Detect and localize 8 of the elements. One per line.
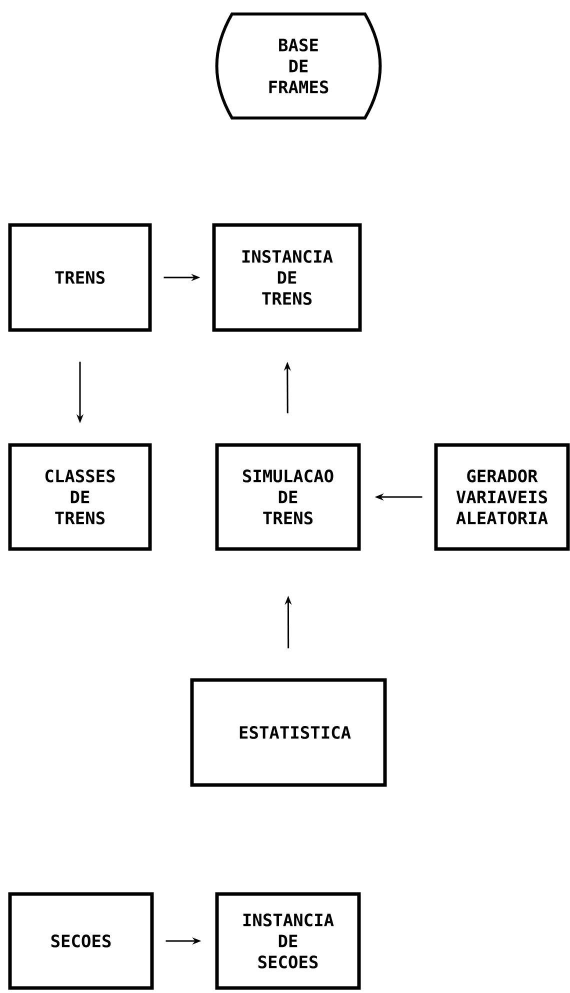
process-box: SECOES [8,892,154,990]
process-box: SIMULACAO DE TRENS [215,443,361,551]
process-box: GERADOR VARIAVEIS ALEATORIA [434,443,570,551]
process-box: TRENS [8,223,152,332]
process-box: ESTATISTICA [190,678,387,787]
process-box: INSTANCIA DE TRENS [212,223,362,332]
process-box: CLASSES DE TRENS [8,443,152,551]
process-box: INSTANCIA DE SECOES [215,892,361,990]
